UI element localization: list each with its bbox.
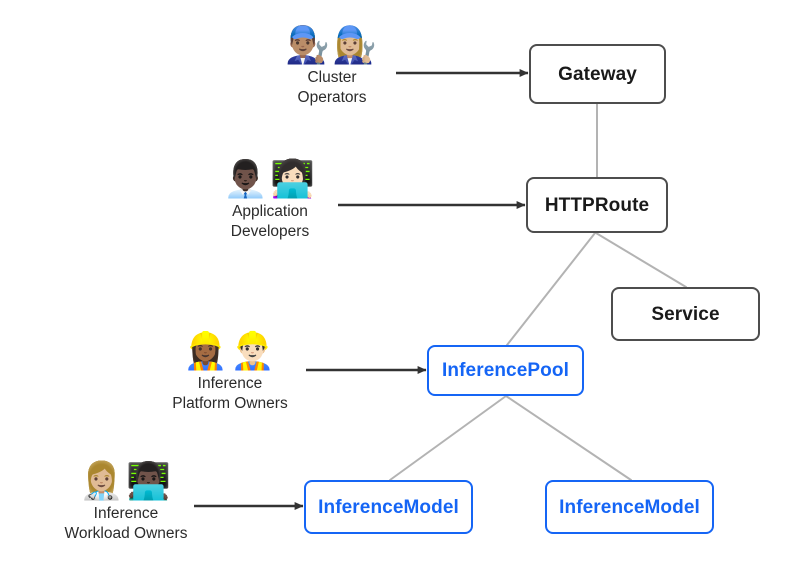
cluster-operators-label: Cluster Operators [297,69,367,106]
node-service[interactable]: Service [611,287,760,341]
node-inferencemodel-2[interactable]: InferenceModel [545,480,714,534]
application-developers-icons: 👨🏿‍💼👩🏻‍💻 [223,159,317,200]
inference-workload-owners-icons: 👩🏼‍⚕️👨🏿‍💻 [79,461,173,502]
actor-inference-platform-owners: 👷🏾‍♀️👷🏻‍♂️ Inference Platform Owners [130,332,330,414]
actor-cluster-operators: 👨🏽‍🔧👩🏼‍🔧 Cluster Operators [232,26,432,108]
node-httproute[interactable]: HTTPRoute [526,177,668,233]
node-inferencemodel-1-label: InferenceModel [318,496,459,518]
node-service-label: Service [651,303,720,325]
edge-inferencepool-inferencemodel-1 [389,395,507,481]
edge-httproute-service [595,232,687,288]
inference-workload-owners-label: Inference Workload Owners [64,505,188,542]
node-gateway-label: Gateway [558,63,637,85]
application-developers-label: Application Developers [230,203,310,240]
inference-platform-owners-label: Inference Platform Owners [172,375,288,412]
edge-httproute-inferencepool [506,232,596,346]
cluster-operators-icons: 👨🏽‍🔧👩🏼‍🔧 [285,25,379,66]
node-gateway[interactable]: Gateway [529,44,666,104]
actor-application-developers: 👨🏿‍💼👩🏻‍💻 Application Developers [170,160,370,242]
inference-platform-owners-icons: 👷🏾‍♀️👷🏻‍♂️ [183,331,277,372]
actor-inference-workload-owners: 👩🏼‍⚕️👨🏿‍💻 Inference Workload Owners [26,462,226,544]
node-inferencepool-label: InferencePool [442,360,569,381]
node-httproute-label: HTTPRoute [544,194,650,216]
node-inferencemodel-1[interactable]: InferenceModel [304,480,473,534]
node-inferencemodel-2-label: InferenceModel [559,496,700,518]
edge-inferencepool-inferencemodel-2 [505,395,632,481]
node-inferencepool[interactable]: InferencePool [427,345,584,396]
